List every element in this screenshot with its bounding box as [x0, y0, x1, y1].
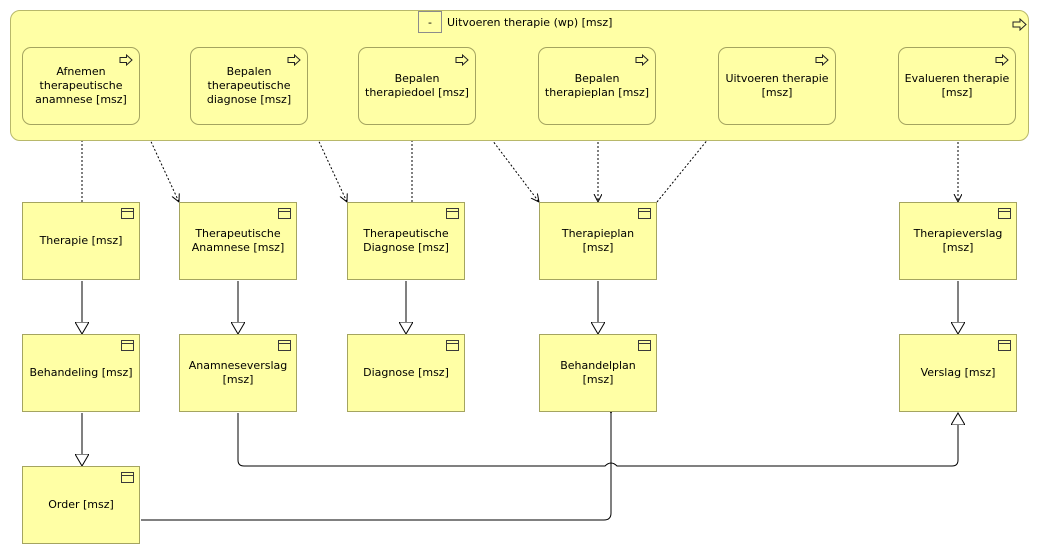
- access-diagnose-proc-to-diagnose-obj: [308, 119, 347, 202]
- object-therapeutische-diagnose[interactable]: Therapeutische Diagnose [msz]: [347, 202, 465, 280]
- object-therapieplan[interactable]: Therapieplan [msz]: [539, 202, 657, 280]
- object-label: Diagnose [msz]: [363, 366, 449, 379]
- process-afnemen-anamnese[interactable]: Afnemen therapeutische anamnese [msz]: [22, 47, 140, 125]
- object-therapeutische-anamnese[interactable]: Therapeutische Anamnese [msz]: [179, 202, 297, 280]
- object-behandelplan[interactable]: Behandelplan [msz]: [539, 334, 657, 412]
- business-object-icon: [121, 340, 134, 351]
- object-behandeling[interactable]: Behandeling [msz]: [22, 334, 140, 412]
- process-bepalen-diagnose[interactable]: Bepalen therapeutische diagnose [msz]: [190, 47, 308, 125]
- object-diagnose[interactable]: Diagnose [msz]: [347, 334, 465, 412]
- process-label: Bepalen therapeutische diagnose [msz]: [206, 65, 292, 106]
- object-label: Therapeutische Anamnese [msz]: [191, 227, 285, 254]
- business-object-icon: [278, 340, 291, 351]
- business-object-icon: [121, 208, 134, 219]
- group-title-bar: - Uitvoeren therapie (wp) [msz]: [418, 11, 612, 33]
- object-anamneseverslag[interactable]: Anamneseverslag [msz]: [179, 334, 297, 412]
- object-label: Therapie [msz]: [39, 234, 123, 247]
- business-object-icon: [446, 340, 459, 351]
- process-arrow-icon: [1012, 18, 1027, 31]
- object-order[interactable]: Order [msz]: [22, 466, 140, 544]
- object-label: Anamneseverslag [msz]: [188, 359, 288, 386]
- process-arrow-icon: [455, 54, 469, 66]
- process-label: Afnemen therapeutische anamnese [msz]: [35, 65, 127, 106]
- process-group-uitvoeren-therapie[interactable]: [10, 10, 1029, 141]
- process-arrow-icon: [287, 54, 301, 66]
- process-label: Uitvoeren therapie [msz]: [725, 72, 829, 99]
- object-label: Therapieverslag [msz]: [913, 227, 1003, 254]
- object-label: Verslag [msz]: [920, 366, 996, 379]
- process-bepalen-therapiedoel[interactable]: Bepalen therapiedoel [msz]: [358, 47, 476, 125]
- process-arrow-icon: [635, 54, 649, 66]
- object-label: Therapieplan [msz]: [561, 227, 635, 254]
- access-afnemen-to-anamnese: [140, 119, 179, 202]
- process-evalueren-therapie[interactable]: Evalueren therapie [msz]: [898, 47, 1016, 125]
- object-therapie[interactable]: Therapie [msz]: [22, 202, 140, 280]
- business-object-icon: [998, 340, 1011, 351]
- process-arrow-icon: [995, 54, 1009, 66]
- object-label: Behandelplan [msz]: [560, 359, 636, 386]
- business-object-icon: [446, 208, 459, 219]
- business-object-icon: [278, 208, 291, 219]
- business-object-icon: [638, 208, 651, 219]
- collapse-toggle[interactable]: -: [418, 11, 442, 33]
- process-bepalen-therapieplan[interactable]: Bepalen therapieplan [msz]: [538, 47, 656, 125]
- business-object-icon: [638, 340, 651, 351]
- object-label: Order [msz]: [48, 498, 114, 511]
- business-object-icon: [998, 208, 1011, 219]
- group-title: Uitvoeren therapie (wp) [msz]: [447, 15, 613, 29]
- process-label: Bepalen therapiedoel [msz]: [365, 72, 469, 99]
- object-label: Behandeling [msz]: [29, 366, 133, 379]
- aggregation-order-behandelplan: [141, 413, 611, 521]
- process-arrow-icon: [119, 54, 133, 66]
- object-therapieverslag[interactable]: Therapieverslag [msz]: [899, 202, 1017, 280]
- process-arrow-icon: [815, 54, 829, 66]
- process-label: Evalueren therapie [msz]: [904, 72, 1010, 99]
- spec-anamneseverslag-verslag: [237, 413, 958, 467]
- process-uitvoeren-therapie[interactable]: Uitvoeren therapie [msz]: [718, 47, 836, 125]
- process-label: Bepalen therapieplan [msz]: [544, 72, 650, 99]
- object-label: Therapeutische Diagnose [msz]: [363, 227, 449, 254]
- object-verslag[interactable]: Verslag [msz]: [899, 334, 1017, 412]
- business-object-icon: [121, 472, 134, 483]
